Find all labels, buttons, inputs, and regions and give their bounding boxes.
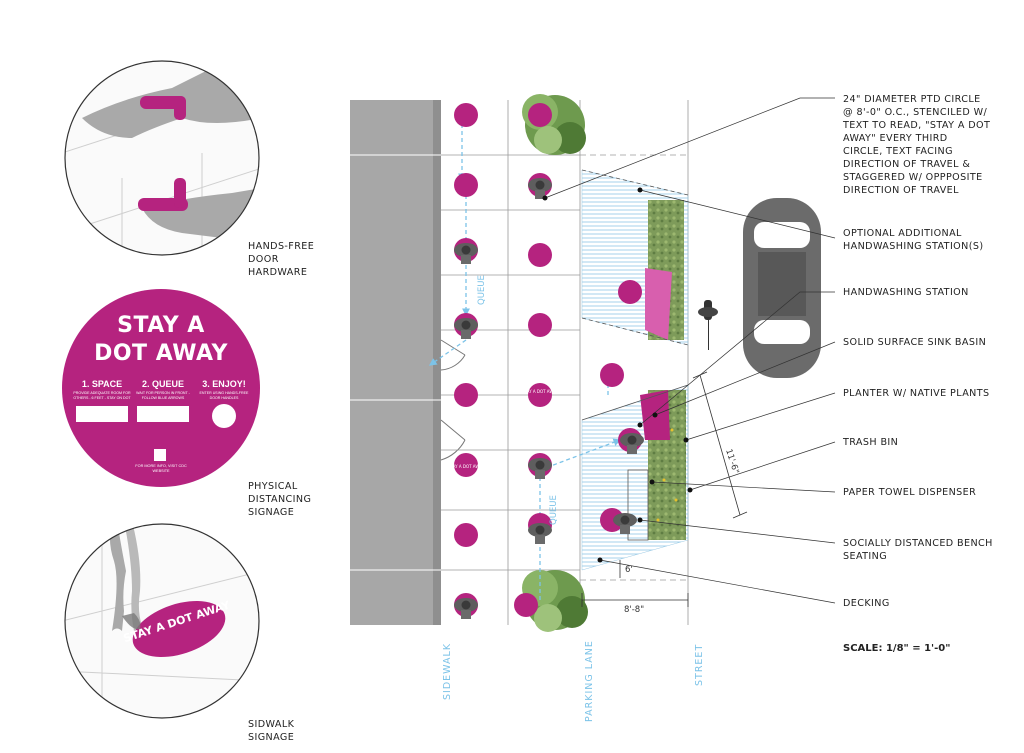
signage-title-line1: STAY A bbox=[117, 313, 205, 338]
callout-sink-basin: SOLID SURFACE SINK BASIN bbox=[843, 337, 987, 348]
dimension-8-8: 8'-8" bbox=[624, 605, 644, 615]
distance-dot bbox=[600, 363, 624, 387]
callout-optional-station: OPTIONAL ADDITIONAL HANDWASHING STATION(… bbox=[843, 228, 984, 252]
distance-dot bbox=[528, 103, 552, 127]
door-swing-1 bbox=[440, 339, 466, 371]
queue-label-1: QUEUE bbox=[477, 275, 487, 305]
distance-dot bbox=[454, 173, 478, 197]
bicycle-icon bbox=[698, 300, 718, 350]
stencil-dot-text-1: STAY A DOT AWAY bbox=[522, 389, 558, 394]
door-hardware-vignette bbox=[64, 60, 260, 256]
signage-footer: FOR MORE INFO, VISIT CDC WEBSITE bbox=[135, 464, 187, 473]
distance-dot bbox=[528, 383, 552, 407]
signage-step-2-text: WAIT FOR PERSON IN FRONT - FOLLOW BLUE A… bbox=[136, 391, 190, 400]
leader-endpoints bbox=[542, 187, 693, 563]
signage-caption: PHYSICAL DISTANCING SIGNAGE bbox=[248, 481, 312, 518]
dimension-lines bbox=[581, 371, 748, 607]
callout-bench-seating: SOCIALLY DISTANCED BENCH SEATING bbox=[843, 538, 993, 562]
callout-planter: PLANTER W/ NATIVE PLANTS bbox=[843, 388, 990, 399]
callout-painted-circle: 24" DIAMETER PTD CIRCLE @ 8'-0" O.C., ST… bbox=[843, 94, 991, 196]
sidewalk-signage-vignette: STAY A DOT AWAY bbox=[64, 523, 260, 719]
axis-label-sidewalk: SIDEWALK bbox=[442, 642, 453, 700]
person-icon bbox=[454, 318, 478, 339]
signage-step-3-heading: 3. ENJOY! bbox=[202, 379, 246, 389]
step-3-icon bbox=[212, 404, 236, 428]
person-icon bbox=[528, 523, 552, 544]
dimension-6: 6' bbox=[625, 565, 633, 575]
sidewalk-signage-caption: SIDWALK SIGNAGE bbox=[248, 719, 295, 743]
queue-label-2: QUEUE bbox=[549, 495, 559, 525]
tree-upper bbox=[522, 94, 586, 155]
person-icon bbox=[613, 513, 637, 534]
distance-dot bbox=[600, 508, 624, 532]
callout-trash-bin: TRASH BIN bbox=[843, 437, 899, 448]
car-icon bbox=[743, 198, 821, 378]
callout-decking: DECKING bbox=[843, 598, 890, 609]
distance-dot bbox=[454, 103, 478, 127]
stencil-dot-text-2: STAY A DOT AWAY bbox=[448, 464, 484, 469]
callout-paper-towel: PAPER TOWEL DISPENSER bbox=[843, 487, 977, 498]
scale-note: SCALE: 1/8" = 1'-0" bbox=[843, 643, 951, 654]
distance-dot bbox=[454, 383, 478, 407]
callout-handwashing-station: HANDWASHING STATION bbox=[843, 287, 969, 298]
sidewalk-grid bbox=[441, 100, 689, 625]
people bbox=[454, 178, 644, 619]
person-icon bbox=[454, 598, 478, 619]
distance-dot bbox=[618, 280, 642, 304]
distance-dot bbox=[528, 313, 552, 337]
person-icon bbox=[620, 433, 644, 454]
person-icon bbox=[528, 458, 552, 479]
signage-title-line2: DOT AWAY bbox=[94, 341, 228, 366]
door-swing-2 bbox=[440, 419, 466, 461]
building-footprint bbox=[350, 100, 433, 625]
distance-dot bbox=[454, 523, 478, 547]
signage-step-3-text: ENTER USING HANDS-FREE DOOR HANDLES bbox=[199, 391, 249, 400]
door-hardware-caption: HANDS-FREE DOOR HARDWARE bbox=[248, 241, 315, 278]
axis-label-street: STREET bbox=[694, 643, 705, 686]
step-1-icon bbox=[76, 406, 128, 422]
signage-step-1-text: PROVIDE ADEQUATE ROOM FOR OTHERS - 6 FEE… bbox=[73, 391, 131, 400]
axis-label-parking-lane: PARKING LANE bbox=[584, 640, 595, 722]
leader-lines bbox=[544, 97, 836, 604]
signage-step-1-heading: 1. SPACE bbox=[81, 379, 123, 389]
bench-seating bbox=[627, 469, 649, 541]
signage-step-2-heading: 2. QUEUE bbox=[141, 379, 184, 389]
distance-dot bbox=[528, 243, 552, 267]
step-2-icon bbox=[137, 406, 189, 422]
person-icon bbox=[454, 243, 478, 264]
distance-dot bbox=[514, 593, 538, 617]
dimension-11-6: 11'-6" bbox=[723, 448, 740, 475]
qr-code-icon bbox=[154, 449, 166, 461]
person-icon bbox=[528, 178, 552, 199]
distance-dot bbox=[454, 453, 478, 477]
physical-distancing-signage: STAY A DOT AWAY 1. SPACE PROVIDE ADEQUAT… bbox=[62, 289, 260, 487]
